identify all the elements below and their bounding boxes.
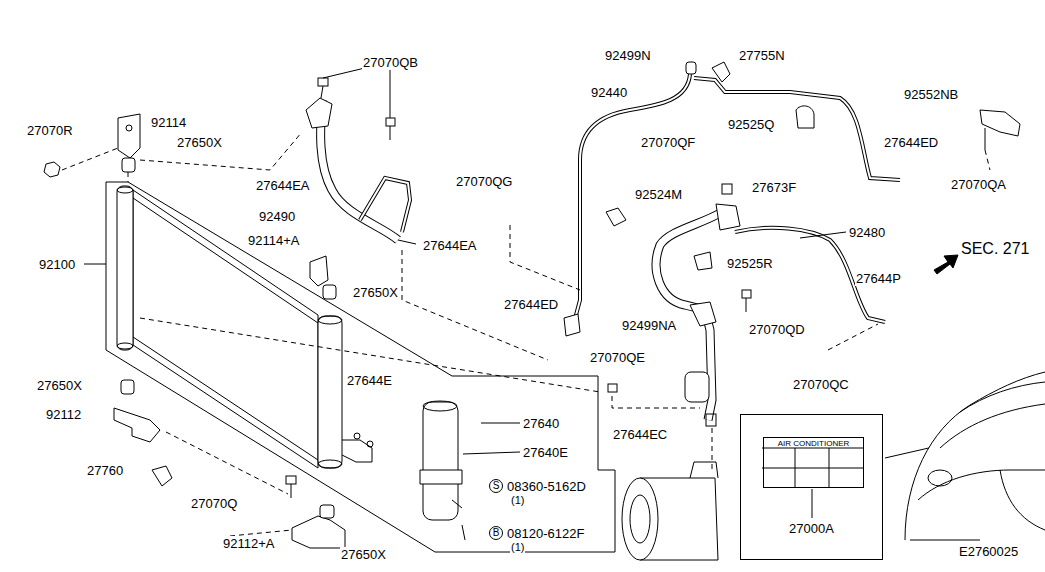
inset-frame: 27000A AIR CONDITIONER (740, 414, 883, 560)
callout-number: 92440 (590, 85, 628, 100)
callout-number: 92480 (848, 225, 886, 240)
callout-number: 27070QC (792, 377, 850, 392)
callout-number: 08120-6122F (506, 526, 585, 541)
callout-number: 92552NB (903, 87, 959, 102)
callout-number: 27755N (738, 48, 786, 63)
callout-number: 27640E (522, 445, 569, 460)
callout-number: 92114+A (247, 233, 300, 248)
callout-number: 08360-5162D (506, 479, 587, 494)
callout-number: E2760025 (958, 544, 1019, 559)
callout-number: SEC. 271 (960, 241, 1030, 256)
callout-number: 27070QB (362, 55, 419, 70)
callout-number: 27644ED (883, 135, 939, 150)
callout-number: 27650X (176, 135, 223, 150)
callout-number: 27644EA (255, 178, 311, 193)
callout-number: 27650X (36, 378, 83, 393)
part-number: 27000A (741, 521, 882, 536)
callout-number: 27644EC (612, 427, 668, 442)
callout-number: 92499NA (621, 318, 677, 333)
callout-number: 92524M (634, 187, 683, 202)
bolt-mark: B (489, 526, 503, 540)
symbol-letter: S (490, 480, 502, 492)
callout-number: 27644P (855, 271, 902, 286)
callout-number: 92499N (604, 48, 652, 63)
callout-number: 27070QD (748, 322, 806, 337)
callout-number: 27070QF (640, 135, 696, 150)
part-number: AIR CONDITIONER (764, 439, 863, 449)
callout-number: 27070QG (455, 174, 513, 189)
callout-number: 27640 (522, 416, 560, 431)
callout-number: (1) (510, 493, 525, 508)
callout-number: 27650X (340, 547, 387, 562)
callout-number: 92112 (45, 407, 82, 422)
callout-number: 27070QA (950, 177, 1007, 192)
callout-number: 27644EA (422, 238, 478, 253)
callout-number: 27070Q (190, 496, 238, 511)
callout-number: 92100 (38, 257, 76, 272)
callout-number: 27673F (751, 180, 797, 195)
callout-number: 27070R (26, 123, 74, 138)
callout-number: 27644E (346, 373, 393, 388)
callout-number: 27650X (352, 285, 399, 300)
callout-number: 92112+A (222, 536, 275, 551)
callout-number: 92114 (150, 115, 187, 130)
callout-number: 92490 (258, 209, 296, 224)
callout-number: (1) (510, 540, 525, 555)
callout-number: 27644ED (503, 297, 559, 312)
callout-number: 27760 (86, 463, 124, 478)
callout-number: 92525Q (727, 117, 775, 132)
callout-number: 92525R (726, 256, 774, 271)
screw-mark: S (489, 479, 503, 493)
symbol-letter: B (490, 527, 502, 539)
label-plate: AIR CONDITIONER (763, 437, 864, 488)
callout-number: 27070QE (589, 350, 646, 365)
